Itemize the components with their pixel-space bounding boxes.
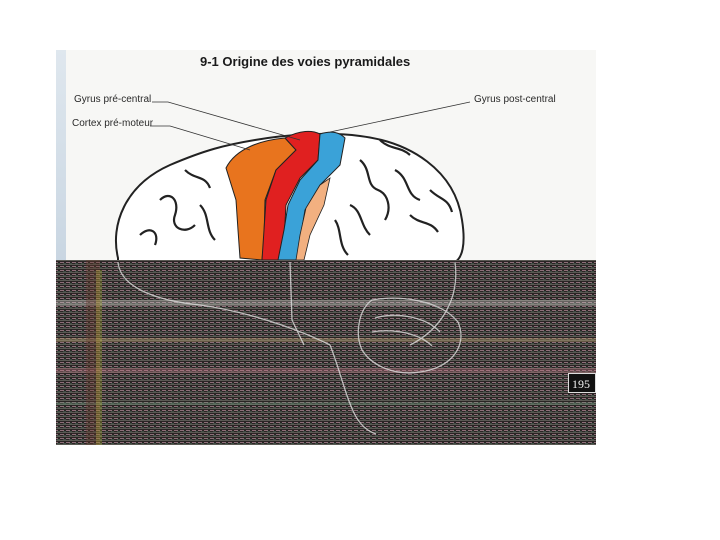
label-postcentral-gyrus: Gyrus post-central	[474, 94, 556, 105]
page-number: 195	[568, 373, 596, 393]
figure-title: 9-1 Origine des voies pyramidales	[200, 54, 410, 69]
label-premotor-cortex: Cortex pré-moteur	[72, 118, 153, 129]
label-precentral-gyrus: Gyrus pré-central	[74, 94, 151, 105]
